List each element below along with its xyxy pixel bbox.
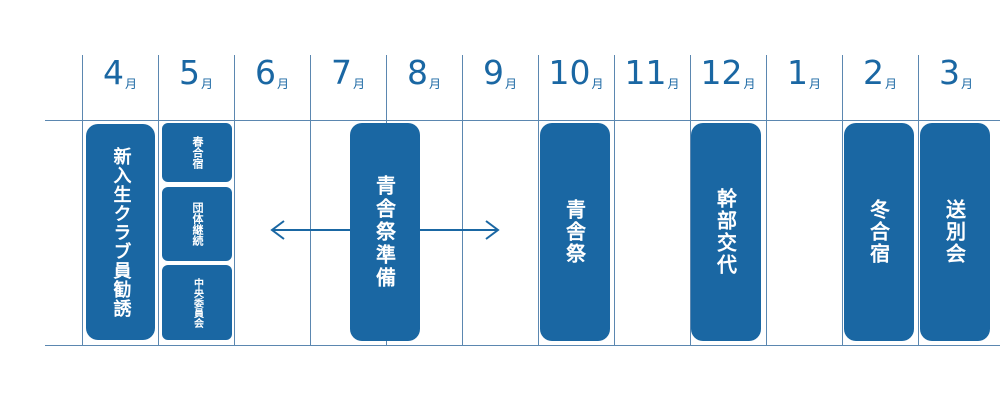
month-number: 3 <box>938 53 960 92</box>
month-number: 8 <box>406 53 428 92</box>
month-unit: 月 <box>591 77 604 91</box>
month-unit: 月 <box>124 77 137 91</box>
month-number: 4 <box>102 53 124 92</box>
month-header-11: 11月 <box>614 56 690 90</box>
column-divider <box>82 55 83 345</box>
month-unit: 月 <box>960 77 973 91</box>
month-number: 11 <box>624 53 667 92</box>
month-header-12: 12月 <box>690 56 766 90</box>
month-header-1: 1月 <box>766 56 842 90</box>
month-header-9: 9月 <box>462 56 538 90</box>
month-header-4: 4月 <box>82 56 158 90</box>
event-winter-camp: 冬合宿 <box>844 123 914 341</box>
column-divider <box>158 55 159 345</box>
event-officer-change: 幹部交代 <box>691 123 761 341</box>
column-divider <box>614 55 615 345</box>
month-unit: 月 <box>352 77 365 91</box>
month-header-5: 5月 <box>158 56 234 90</box>
month-number: 12 <box>700 53 743 92</box>
event-recruitment: 新入生クラブ員勧誘 <box>86 124 155 340</box>
month-unit: 月 <box>504 77 517 91</box>
event-central-committee: 中央委員会 <box>162 265 232 340</box>
event-label: 青舎祭準備 <box>372 174 397 290</box>
event-label: 幹部交代 <box>713 188 738 276</box>
event-label: 青舎祭 <box>562 199 587 265</box>
month-header-7: 7月 <box>310 56 386 90</box>
event-label: 中央委員会 <box>191 277 203 328</box>
month-header-6: 6月 <box>234 56 310 90</box>
event-farewell: 送別会 <box>920 123 990 341</box>
month-number: 10 <box>548 53 591 92</box>
event-spring-camp: 春合宿 <box>162 123 232 182</box>
event-festival: 青舎祭 <box>540 123 610 341</box>
column-divider <box>234 55 235 345</box>
month-unit: 月 <box>743 77 756 91</box>
event-group-continuation: 団体継続 <box>162 187 232 261</box>
month-number: 7 <box>330 53 352 92</box>
column-divider <box>310 55 311 345</box>
month-number: 6 <box>254 53 276 92</box>
month-number: 2 <box>862 53 884 92</box>
event-label: 送別会 <box>942 199 967 265</box>
month-header-2: 2月 <box>842 56 918 90</box>
month-unit: 月 <box>884 77 897 91</box>
event-label: 春合宿 <box>191 136 204 169</box>
month-header-3: 3月 <box>918 56 994 90</box>
column-divider <box>690 55 691 345</box>
column-divider <box>842 55 843 345</box>
month-number: 5 <box>178 53 200 92</box>
event-label: 団体継続 <box>191 202 204 246</box>
month-unit: 月 <box>276 77 289 91</box>
month-header-8: 8月 <box>386 56 462 90</box>
column-divider <box>538 55 539 345</box>
month-number: 1 <box>786 53 808 92</box>
bottom-line <box>45 345 1000 346</box>
event-label: 新入生クラブ員勧誘 <box>110 146 132 318</box>
column-divider <box>766 55 767 345</box>
month-header-10: 10月 <box>538 56 614 90</box>
month-unit: 月 <box>667 77 680 91</box>
month-unit: 月 <box>200 77 213 91</box>
month-number: 9 <box>482 53 504 92</box>
event-label: 冬合宿 <box>866 199 891 265</box>
month-unit: 月 <box>808 77 821 91</box>
event-festival-prep: 青舎祭準備 <box>350 123 420 341</box>
column-divider <box>462 55 463 345</box>
header-divider <box>45 120 1000 121</box>
column-divider <box>918 55 919 345</box>
month-unit: 月 <box>428 77 441 91</box>
